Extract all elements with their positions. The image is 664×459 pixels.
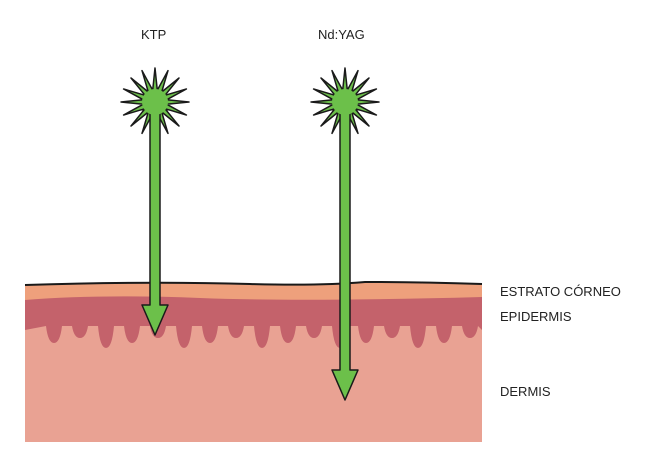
skin-surface-line [24,280,483,286]
laser-core-ktp [142,89,168,115]
laser-core-ndyag [332,89,358,115]
layer-label-epidermis: EPIDERMIS [500,309,572,324]
layer-label-stratum-corneum: ESTRATO CÓRNEO [500,284,621,299]
epidermis-layer [25,294,482,348]
laser-arrow-ktp [141,111,169,336]
layer-label-dermis: DERMIS [500,384,551,399]
laser-label-ktp: KTP [141,27,167,42]
laser-label-ndyag: Nd:YAG [318,27,365,42]
stratum-corneum-layer [25,282,482,300]
laser-arrow-ndyag [331,111,359,401]
